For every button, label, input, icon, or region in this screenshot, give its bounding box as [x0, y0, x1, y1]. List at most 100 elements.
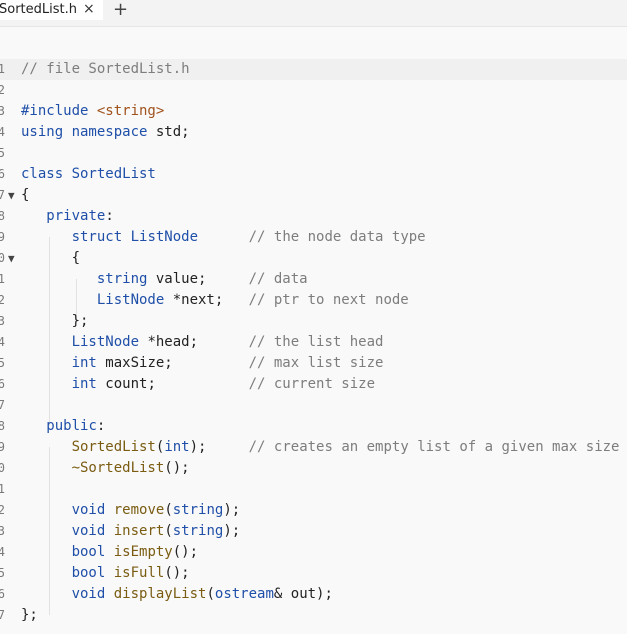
code-line[interactable]: 2 — [0, 80, 627, 101]
code-token: isEmpty — [113, 544, 173, 560]
close-icon[interactable]: × — [83, 1, 95, 17]
code-token: // max list size — [248, 355, 384, 371]
code-text: void remove(string); — [21, 500, 241, 521]
code-token: *head; — [147, 334, 249, 350]
code-line[interactable]: 0 ~SortedList(); — [0, 458, 627, 479]
code-line[interactable]: 9 SortedList(int); // creates an empty l… — [0, 437, 627, 458]
code-token: : — [96, 418, 106, 434]
line-number: 8 — [0, 419, 5, 433]
tab-label: SortedList.h — [0, 2, 77, 17]
indent-guide — [49, 447, 50, 615]
code-token: public — [46, 418, 97, 434]
line-number: 6 — [0, 377, 5, 391]
code-line[interactable]: 7▼{ — [0, 185, 627, 206]
line-number: 7 — [0, 188, 5, 202]
code-text: private: — [21, 206, 113, 227]
code-text: void insert(string); — [21, 521, 241, 542]
code-line[interactable]: 3 }; — [0, 311, 627, 332]
code-token: using namespace — [21, 124, 156, 140]
code-text: bool isFull(); — [21, 563, 190, 584]
code-line[interactable]: 0▼ { — [0, 248, 627, 269]
code-token: // data — [248, 271, 308, 287]
code-line[interactable]: 8 public: — [0, 416, 627, 437]
line-number: 4 — [0, 545, 5, 559]
code-text: bool isEmpty(); — [21, 542, 198, 563]
code-token: ( — [164, 523, 173, 539]
code-line[interactable]: 8 private: — [0, 206, 627, 227]
line-number: 3 — [0, 524, 5, 538]
code-token: ); — [189, 439, 249, 455]
line-number: 7 — [0, 608, 5, 622]
code-text: }; — [21, 311, 89, 332]
code-token: count; — [105, 376, 249, 392]
line-number: 5 — [0, 566, 5, 580]
code-token: *next; — [172, 292, 249, 308]
code-token — [21, 418, 46, 434]
code-token: class — [21, 166, 72, 182]
line-number: 5 — [0, 356, 5, 370]
line-number: 4 — [0, 335, 5, 349]
code-line[interactable]: 7}; — [0, 605, 627, 626]
code-line[interactable]: 5 bool isFull(); — [0, 563, 627, 584]
code-token — [21, 229, 72, 245]
code-token: // file SortedList.h — [21, 61, 190, 77]
code-token — [21, 586, 72, 602]
code-token — [21, 271, 97, 287]
code-token: // current size — [248, 376, 376, 392]
line-number: 2 — [0, 83, 5, 97]
code-token: ~SortedList — [71, 460, 165, 476]
code-line[interactable]: 9 struct ListNode // the node data type — [0, 227, 627, 248]
code-text: void displayList(ostream& out); — [21, 584, 333, 605]
code-token: <string> — [96, 103, 165, 119]
code-token — [21, 460, 72, 476]
fold-toggle-icon[interactable]: ▼ — [8, 189, 15, 202]
tab-sortedlist-h[interactable]: SortedList.h × — [0, 0, 103, 20]
code-line[interactable]: 6 int count; // current size — [0, 374, 627, 395]
code-line[interactable]: 7 — [0, 395, 627, 416]
line-number: 3 — [0, 104, 5, 118]
code-line[interactable]: 1// file SortedList.h — [0, 59, 627, 80]
fold-toggle-icon[interactable]: ▼ — [8, 252, 15, 265]
code-line[interactable]: 1 string value; // data — [0, 269, 627, 290]
code-token: int — [164, 439, 190, 455]
code-line[interactable]: 4 ListNode *head; // the list head — [0, 332, 627, 353]
code-line[interactable]: 3 void insert(string); — [0, 521, 627, 542]
code-line[interactable]: 5 — [0, 143, 627, 164]
code-line[interactable]: 2 void remove(string); — [0, 500, 627, 521]
line-number: 2 — [0, 503, 5, 517]
line-number: 9 — [0, 440, 5, 454]
code-token: std; — [155, 124, 190, 140]
line-number: 7 — [0, 398, 5, 412]
code-token: ListNode — [96, 292, 173, 308]
code-line[interactable]: 4 bool isEmpty(); — [0, 542, 627, 563]
code-line[interactable]: 1 — [0, 479, 627, 500]
code-token — [21, 334, 72, 350]
code-text: public: — [21, 416, 105, 437]
new-tab-button[interactable]: + — [113, 0, 129, 20]
line-number: 1 — [0, 482, 5, 496]
code-line[interactable]: 6 void displayList(ostream& out); — [0, 584, 627, 605]
code-text: ListNode *next; // ptr to next node — [21, 290, 409, 311]
code-token: ( — [155, 439, 165, 455]
code-token: // the list head — [248, 334, 384, 350]
code-token — [21, 208, 46, 224]
line-number: 6 — [0, 587, 5, 601]
code-line[interactable]: 2 ListNode *next; // ptr to next node — [0, 290, 627, 311]
code-token: private — [46, 208, 106, 224]
code-token: ); — [223, 523, 241, 539]
code-line[interactable]: 3#include <string> — [0, 101, 627, 122]
code-token — [21, 565, 72, 581]
line-number: 1 — [0, 272, 5, 286]
code-token: int — [71, 355, 106, 371]
code-token — [198, 229, 249, 245]
code-token: (); — [164, 565, 190, 581]
code-token: remove — [113, 502, 165, 518]
code-token: // creates an empty list of a given max … — [248, 439, 620, 455]
line-number: 8 — [0, 209, 5, 223]
code-line[interactable]: 5 int maxSize; // max list size — [0, 353, 627, 374]
code-token: void — [71, 523, 114, 539]
code-token — [21, 523, 72, 539]
